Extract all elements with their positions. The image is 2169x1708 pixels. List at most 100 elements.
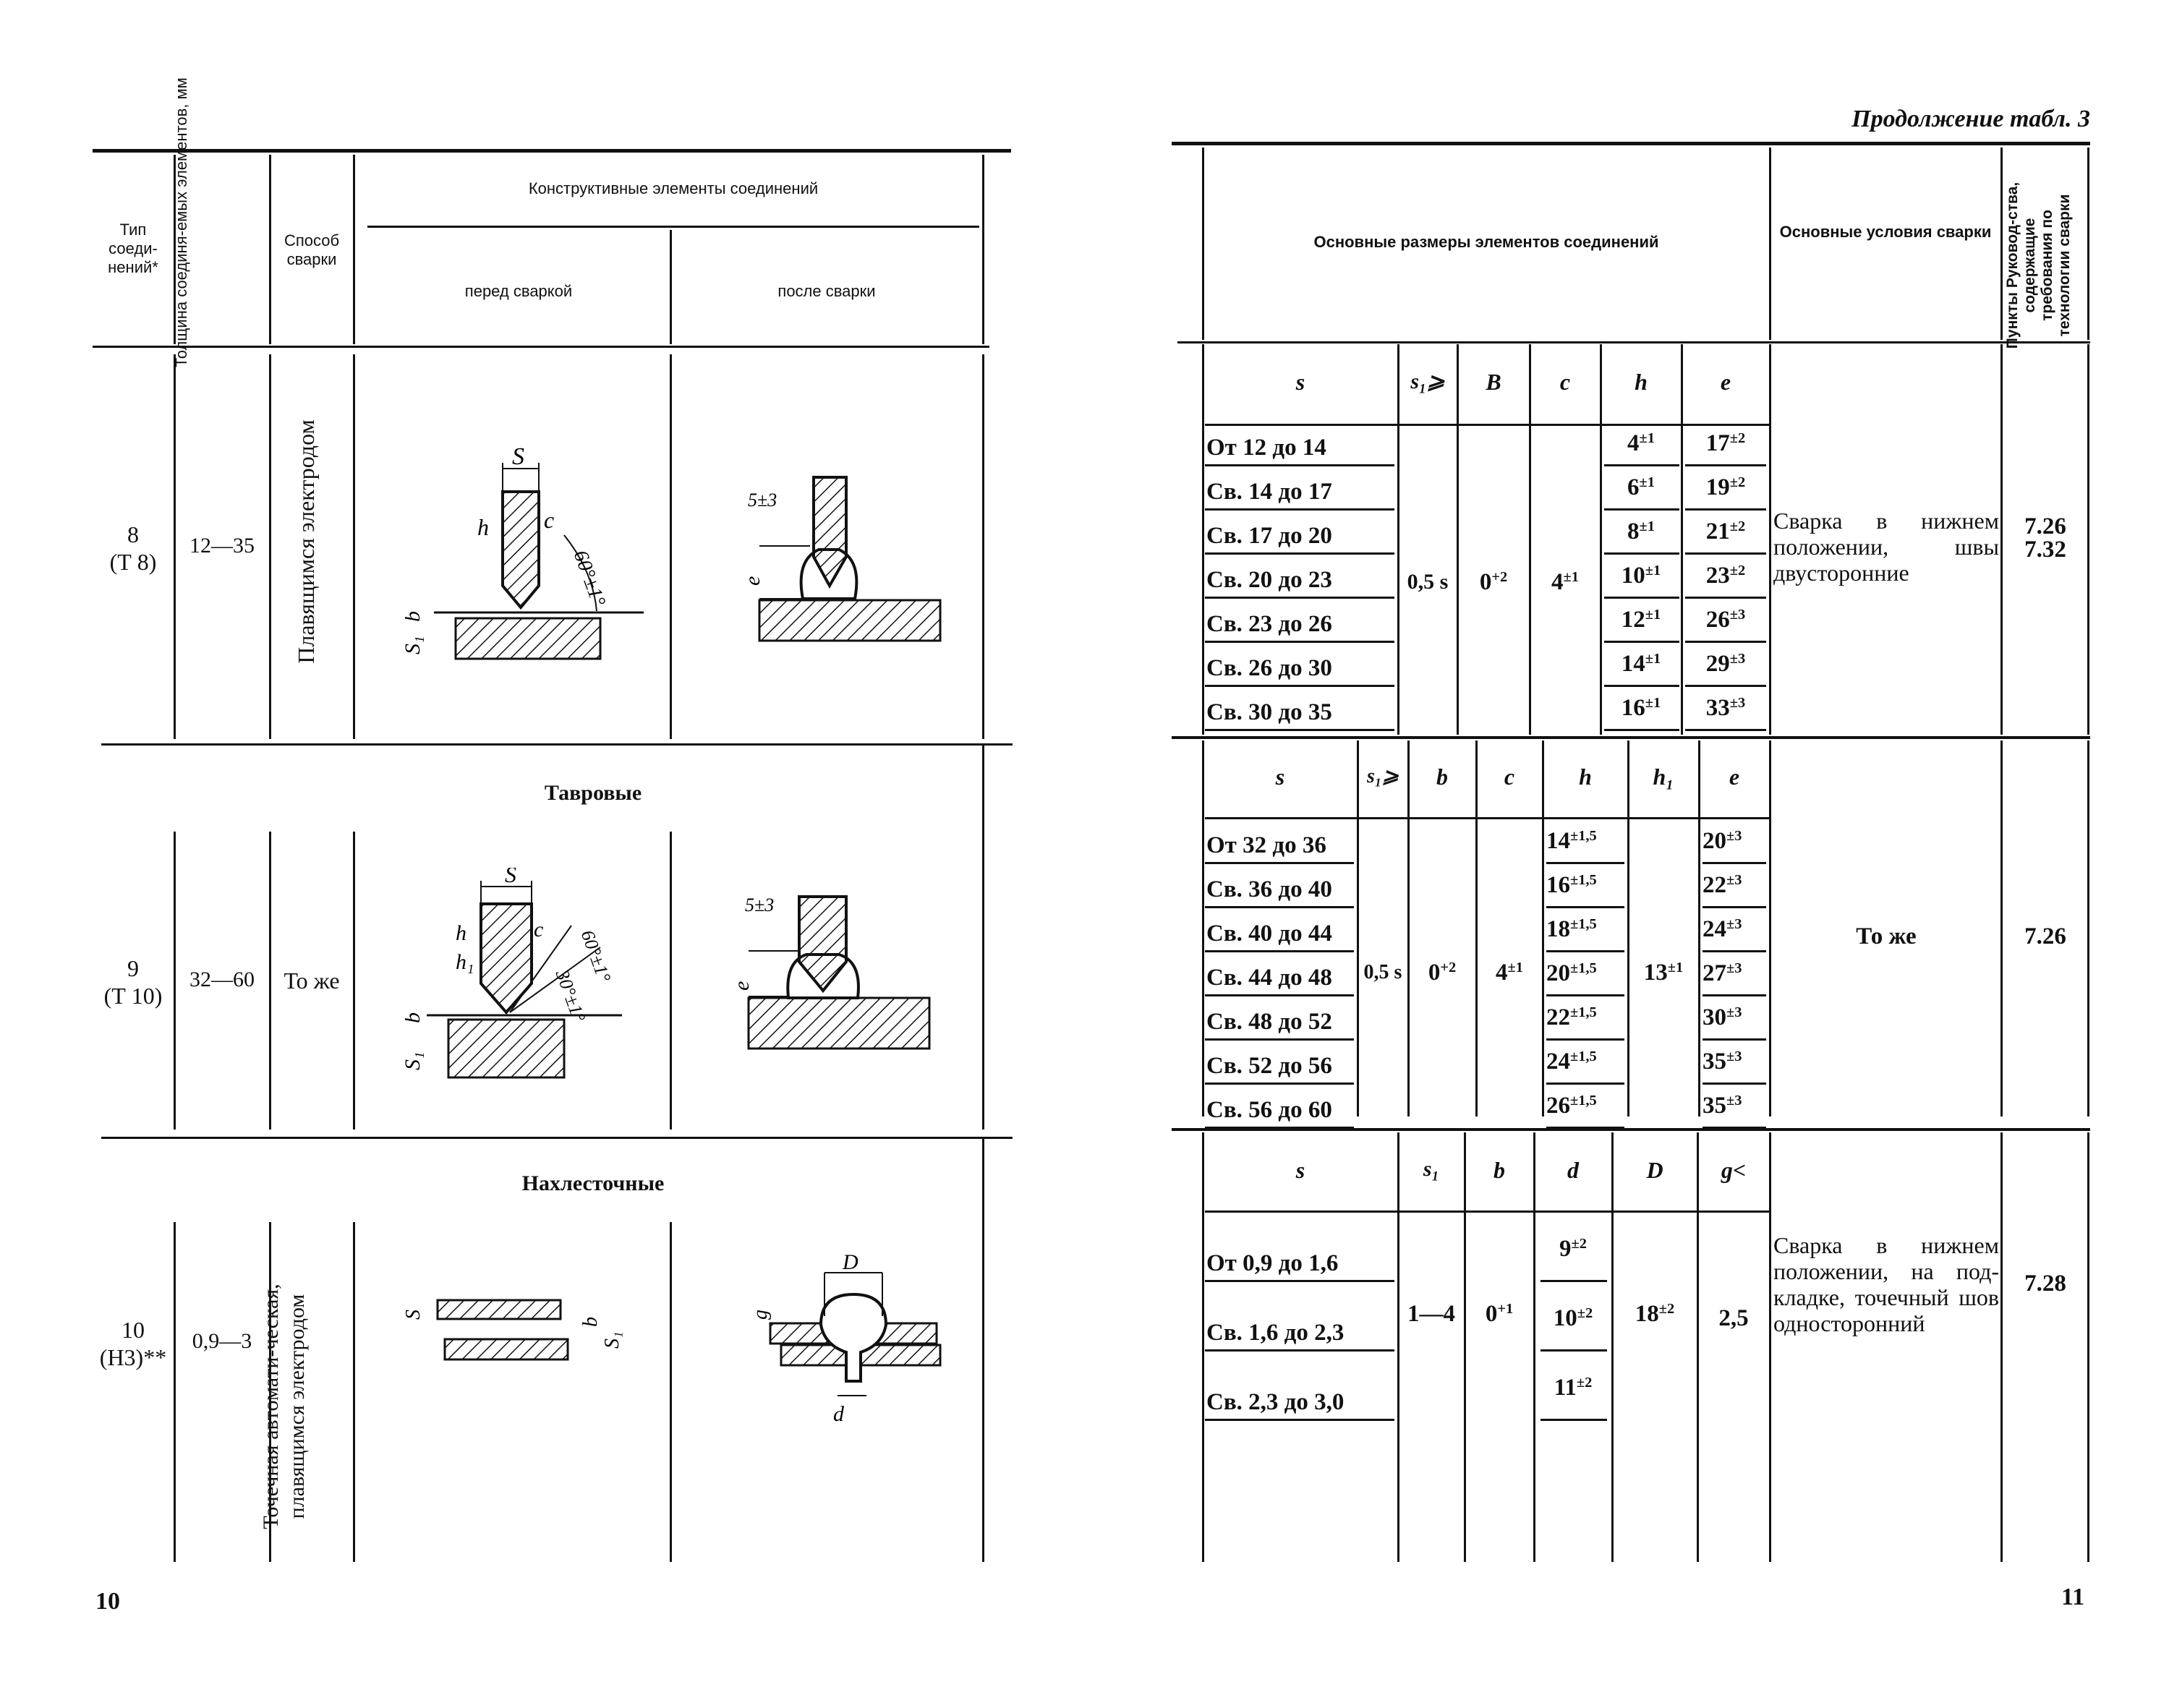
row9-clauses: 7.26 xyxy=(2024,923,2066,949)
continuation-title: Продолжение табл. 3 xyxy=(1851,106,2090,132)
row8-h: 8±1 xyxy=(1627,518,1655,545)
page-number-right: 11 xyxy=(2061,1584,2085,1610)
row8-type: 8(Т 8) xyxy=(109,521,157,575)
svg-text:h₁: h₁ xyxy=(456,950,474,974)
svg-text:c: c xyxy=(544,507,554,533)
row10-d: 9±2 xyxy=(1559,1235,1587,1262)
row10-d: 10±2 xyxy=(1553,1305,1593,1331)
row9-method: То же xyxy=(284,968,340,994)
row10-conditions: Сварка в нижнем положении, на под-кладке… xyxy=(1773,1232,1999,1336)
row8-range: Св. 23 до 26 xyxy=(1206,611,1332,637)
row8-h: 16±1 xyxy=(1621,694,1661,721)
row10-thickness: 0,9—3 xyxy=(192,1329,252,1353)
header-before: перед сваркой xyxy=(464,282,573,300)
page-number-left: 10 xyxy=(95,1588,120,1615)
svg-text:D: D xyxy=(842,1250,858,1274)
row9-range: Св. 44 до 48 xyxy=(1206,965,1332,991)
row9-e: 27±3 xyxy=(1703,960,1742,986)
header-thickness: Толщина соединя-емых элементов, мм xyxy=(172,77,190,367)
header-method: Способ сварки xyxy=(284,231,340,268)
row10-b: 0+1 xyxy=(1485,1300,1514,1327)
row10-range: Св. 2,3 до 3,0 xyxy=(1206,1389,1345,1415)
row8-thickness: 12—35 xyxy=(189,534,255,558)
svg-text:S: S xyxy=(512,443,524,470)
row9-e: 20±3 xyxy=(1703,827,1742,854)
row10-before-drawing: S b S₁ xyxy=(402,1299,623,1361)
row8-range: Св. 14 до 17 xyxy=(1206,479,1332,505)
row10-after-drawing: D d g xyxy=(752,1250,942,1426)
row8-c: 4±1 xyxy=(1551,568,1579,595)
row9-e: 30±3 xyxy=(1703,1004,1742,1030)
svg-text:e: e xyxy=(741,576,764,586)
row8-h: 10±1 xyxy=(1621,562,1661,589)
row8-before-drawing: S h c 60°±1° b S₁ xyxy=(405,443,644,660)
header-after: после сварки xyxy=(777,282,876,300)
row8-range: Св. 20 до 23 xyxy=(1206,567,1332,593)
row9-h1: 13±1 xyxy=(1643,959,1684,986)
row9-range: Св. 52 до 56 xyxy=(1206,1053,1332,1079)
row9-conditions: То же xyxy=(1856,923,1917,949)
row9-h: 20±1,5 xyxy=(1546,960,1597,986)
row9-e: 35±3 xyxy=(1703,1048,1742,1075)
row8-e: 21±2 xyxy=(1705,518,1746,545)
row9-range: От 32 до 36 xyxy=(1206,832,1326,858)
row9-b: 0+2 xyxy=(1428,959,1457,986)
row10-method: Точечная автомати-ческая, плавящимся эле… xyxy=(259,1284,309,1529)
svg-text:e: e xyxy=(730,981,754,991)
svg-text:b: b xyxy=(405,611,425,622)
row9-e: 24±3 xyxy=(1703,915,1742,942)
svg-text:S₁: S₁ xyxy=(405,636,425,654)
row9-type: 9(Т 10) xyxy=(103,955,163,1009)
svg-text:h: h xyxy=(456,921,466,945)
row8-h: 4±1 xyxy=(1627,430,1655,456)
row10-type: 10(Н3)** xyxy=(99,1317,167,1370)
row9-h: 14±1,5 xyxy=(1546,827,1597,854)
svg-text:g: g xyxy=(752,1310,772,1320)
svg-text:5±3: 5±3 xyxy=(745,894,774,915)
row8-range: Св. 26 до 30 xyxy=(1206,655,1332,681)
row8-e: 19±2 xyxy=(1705,474,1746,500)
section-tee: Тавровые xyxy=(544,781,642,805)
row8-range: Св. 17 до 20 xyxy=(1206,523,1332,549)
header-conditions: Основные условия сварки xyxy=(1779,223,1992,241)
row8-conditions: Сварка в нижнем положении, швы двусторон… xyxy=(1773,508,1999,586)
row8-h: 12±1 xyxy=(1621,606,1661,633)
row9-h: 24±1,5 xyxy=(1546,1048,1597,1075)
row9-before-drawing: S h h₁ c 60°±1° 30°±1° b S₁ xyxy=(405,868,622,1079)
row9-h: 22±1,5 xyxy=(1546,1004,1597,1030)
row9-range: Св. 40 до 44 xyxy=(1206,921,1332,947)
row10-clauses: 7.28 xyxy=(2024,1271,2066,1297)
svg-text:60°±1°: 60°±1° xyxy=(577,927,615,985)
row9-h: 18±1,5 xyxy=(1546,915,1597,942)
svg-text:60°±1°: 60°±1° xyxy=(569,547,610,610)
row9-thickness: 32—60 xyxy=(189,968,255,991)
row9-range: Св. 56 до 60 xyxy=(1206,1097,1332,1123)
svg-text:S: S xyxy=(505,868,516,887)
row8-range: От 12 до 14 xyxy=(1206,435,1326,461)
row9-e: 22±3 xyxy=(1703,871,1742,898)
section-lap: Нахлесточные xyxy=(521,1171,665,1195)
header-clauses: Пункты Руковод-ства, содержащие требован… xyxy=(2004,182,2073,349)
svg-text:5±3: 5±3 xyxy=(748,490,777,511)
svg-text:S₁: S₁ xyxy=(405,1052,425,1070)
row8-e: 26±3 xyxy=(1705,606,1746,633)
row9-c: 4±1 xyxy=(1496,959,1523,986)
svg-text:S₁: S₁ xyxy=(601,1331,623,1349)
row9-after-drawing: 5±3 e xyxy=(730,894,931,1050)
row9-range: Св. 36 до 40 xyxy=(1206,876,1332,902)
svg-text:d: d xyxy=(833,1402,845,1426)
row9-h: 16±1,5 xyxy=(1546,871,1597,898)
row8-e: 29±3 xyxy=(1705,650,1746,677)
row8-range: Св. 30 до 35 xyxy=(1206,699,1332,725)
row8-after-drawing: 5±3 e xyxy=(741,476,942,642)
row10-D: 18±2 xyxy=(1635,1300,1675,1327)
row8-h: 6±1 xyxy=(1627,474,1655,500)
svg-text:c: c xyxy=(534,918,543,941)
row8-e: 33±3 xyxy=(1705,694,1746,721)
row10-d: 11±2 xyxy=(1554,1374,1593,1401)
row8-e: 23±2 xyxy=(1705,562,1746,589)
row8-h: 14±1 xyxy=(1621,650,1661,677)
svg-text:b: b xyxy=(405,1012,425,1023)
svg-text:b: b xyxy=(579,1317,602,1327)
row8-b: 0+2 xyxy=(1479,568,1508,595)
